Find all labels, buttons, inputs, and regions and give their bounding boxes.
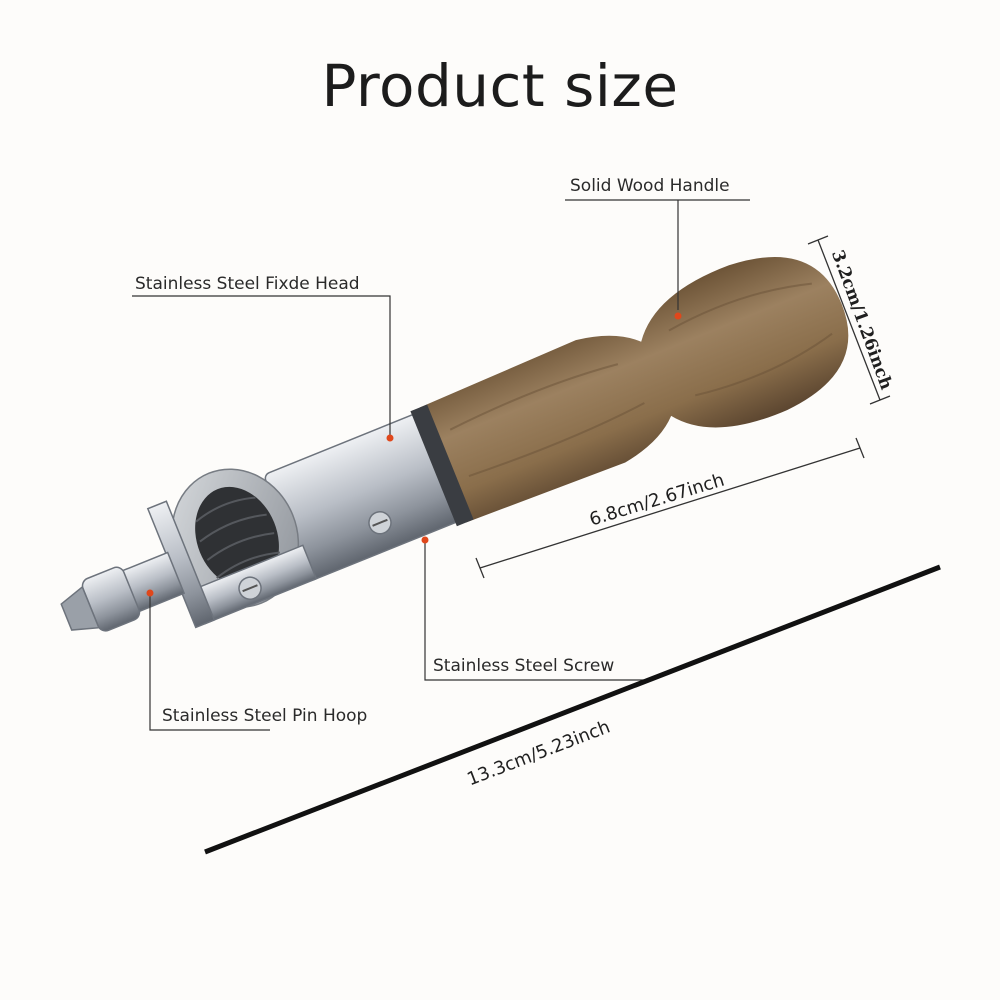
awl-tool bbox=[60, 256, 849, 632]
dim-line-diameter bbox=[807, 235, 891, 405]
marker-dot bbox=[146, 589, 154, 597]
label-pin-hoop: Stainless Steel Pin Hoop bbox=[162, 706, 368, 726]
leader-head bbox=[132, 295, 391, 436]
leader-handle bbox=[565, 199, 750, 310]
dim-line-handle bbox=[475, 437, 865, 579]
steel-head bbox=[146, 404, 474, 629]
marker-dot bbox=[421, 536, 429, 544]
marker-dots bbox=[146, 312, 682, 597]
leader-screw bbox=[424, 540, 645, 681]
marker-dot bbox=[674, 312, 682, 320]
marker-dot bbox=[386, 434, 394, 442]
label-steel-screw: Stainless Steel Screw bbox=[433, 656, 615, 676]
dimension-lines bbox=[475, 235, 891, 579]
leader-lines bbox=[132, 199, 750, 731]
label-steel-head: Stainless Steel Fixde Head bbox=[135, 274, 360, 294]
page-title: Product size bbox=[321, 52, 679, 120]
leader-pin bbox=[149, 595, 270, 731]
dim-line-total bbox=[204, 564, 941, 855]
wood-handle bbox=[419, 256, 849, 523]
label-wood-handle: Solid Wood Handle bbox=[570, 176, 730, 196]
pin-hoop bbox=[60, 551, 186, 632]
